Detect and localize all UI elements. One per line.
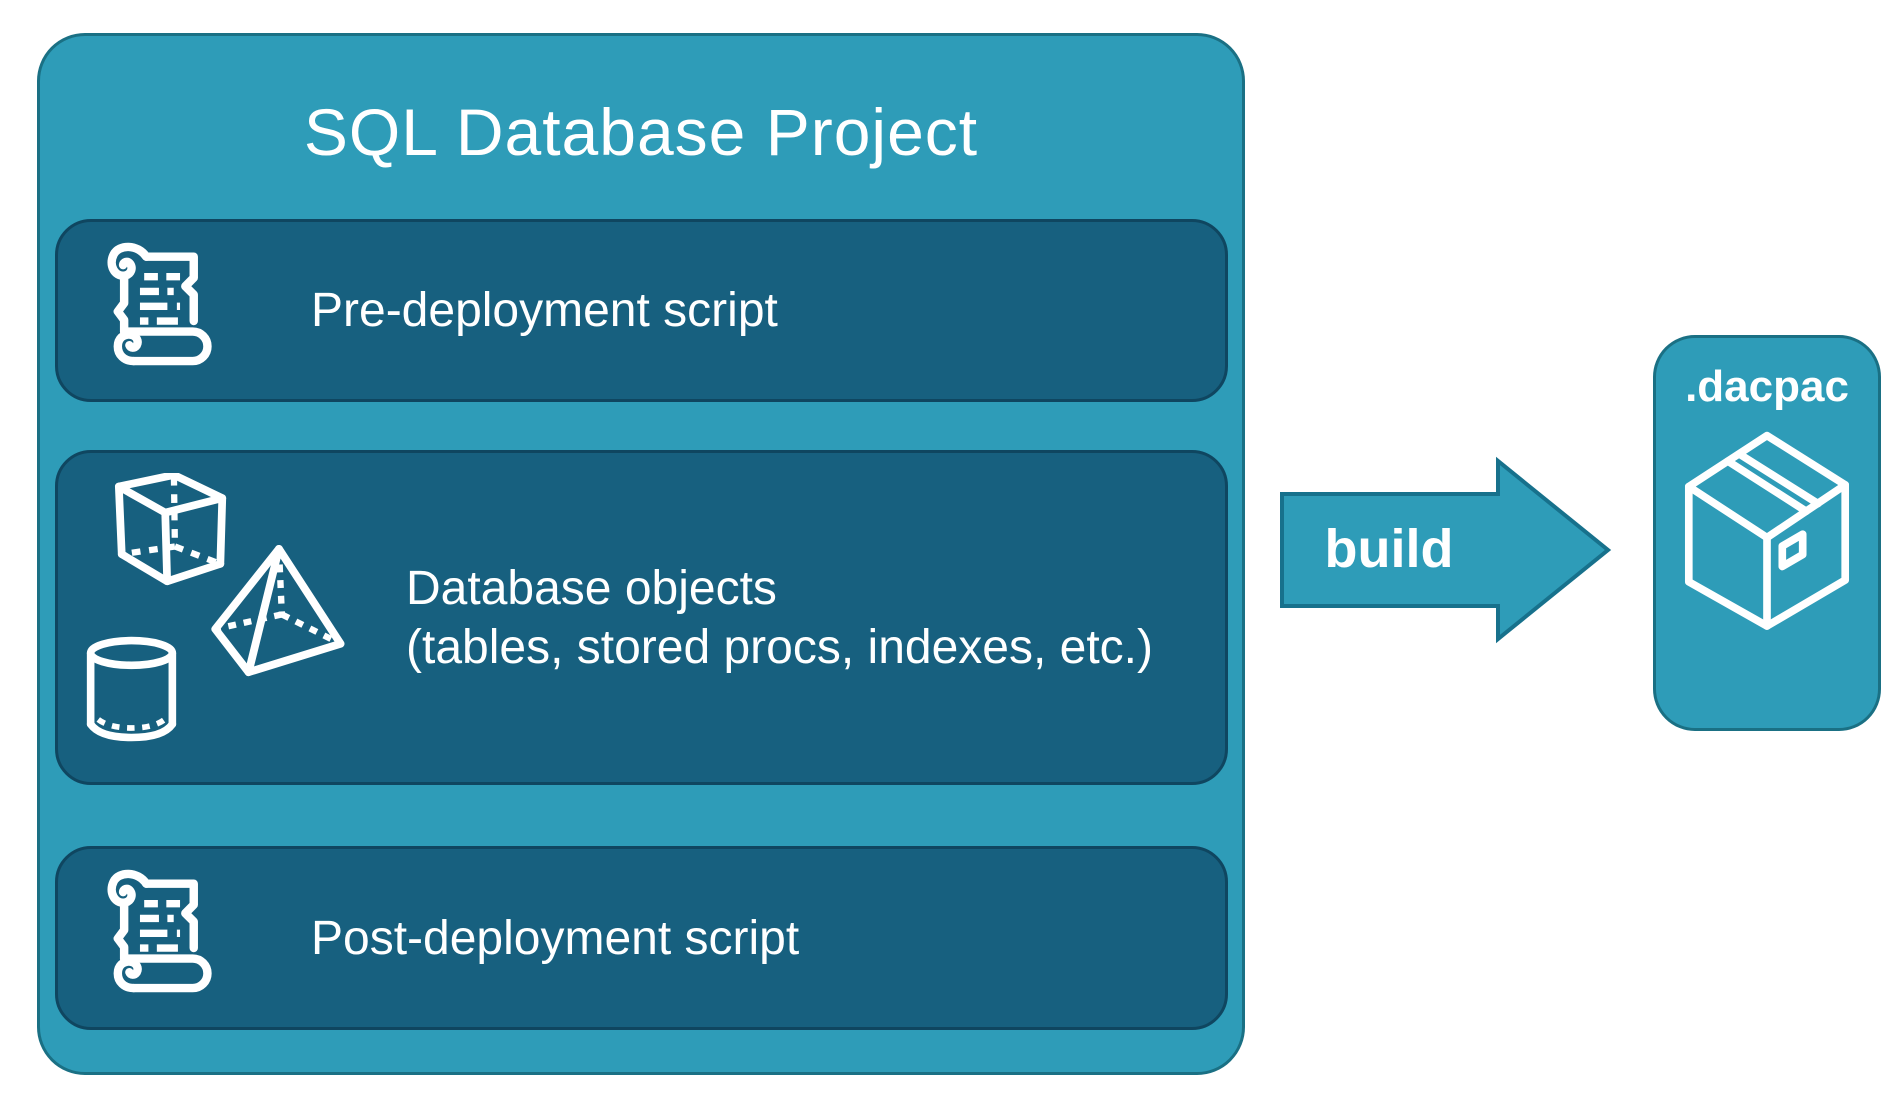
scroll-icon bbox=[107, 869, 212, 993]
scroll-icon bbox=[107, 242, 212, 365]
post-deployment-label: Post-deployment script bbox=[311, 911, 800, 965]
project-title: SQL Database Project bbox=[303, 95, 979, 169]
pyramid-icon bbox=[211, 544, 345, 677]
arrow-shape bbox=[1280, 456, 1612, 644]
database-objects-line2: (tables, stored procs, indexes, etc.) bbox=[406, 621, 1153, 674]
database-objects-line1: Database objects bbox=[406, 562, 777, 615]
dacpac-label: .dacpac bbox=[1685, 362, 1849, 411]
dacpac-box: .dacpac bbox=[1653, 335, 1881, 731]
package-icon bbox=[1684, 431, 1850, 630]
post-deployment-box: Post-deployment script bbox=[55, 846, 1228, 1030]
database-objects-label: Database objects (tables, stored procs, … bbox=[406, 559, 1153, 677]
build-arrow-label: build bbox=[1324, 519, 1454, 579]
sql-database-project-box: SQL Database Project Pre-deployment scri… bbox=[37, 33, 1245, 1075]
pre-deployment-box: Pre-deployment script bbox=[55, 219, 1228, 402]
cube-icon bbox=[114, 473, 227, 586]
build-arrow: build bbox=[1280, 455, 1614, 645]
pre-deployment-label: Pre-deployment script bbox=[311, 284, 778, 337]
database-objects-box: Database objects (tables, stored procs, … bbox=[55, 450, 1228, 785]
cylinder-icon bbox=[86, 636, 177, 742]
